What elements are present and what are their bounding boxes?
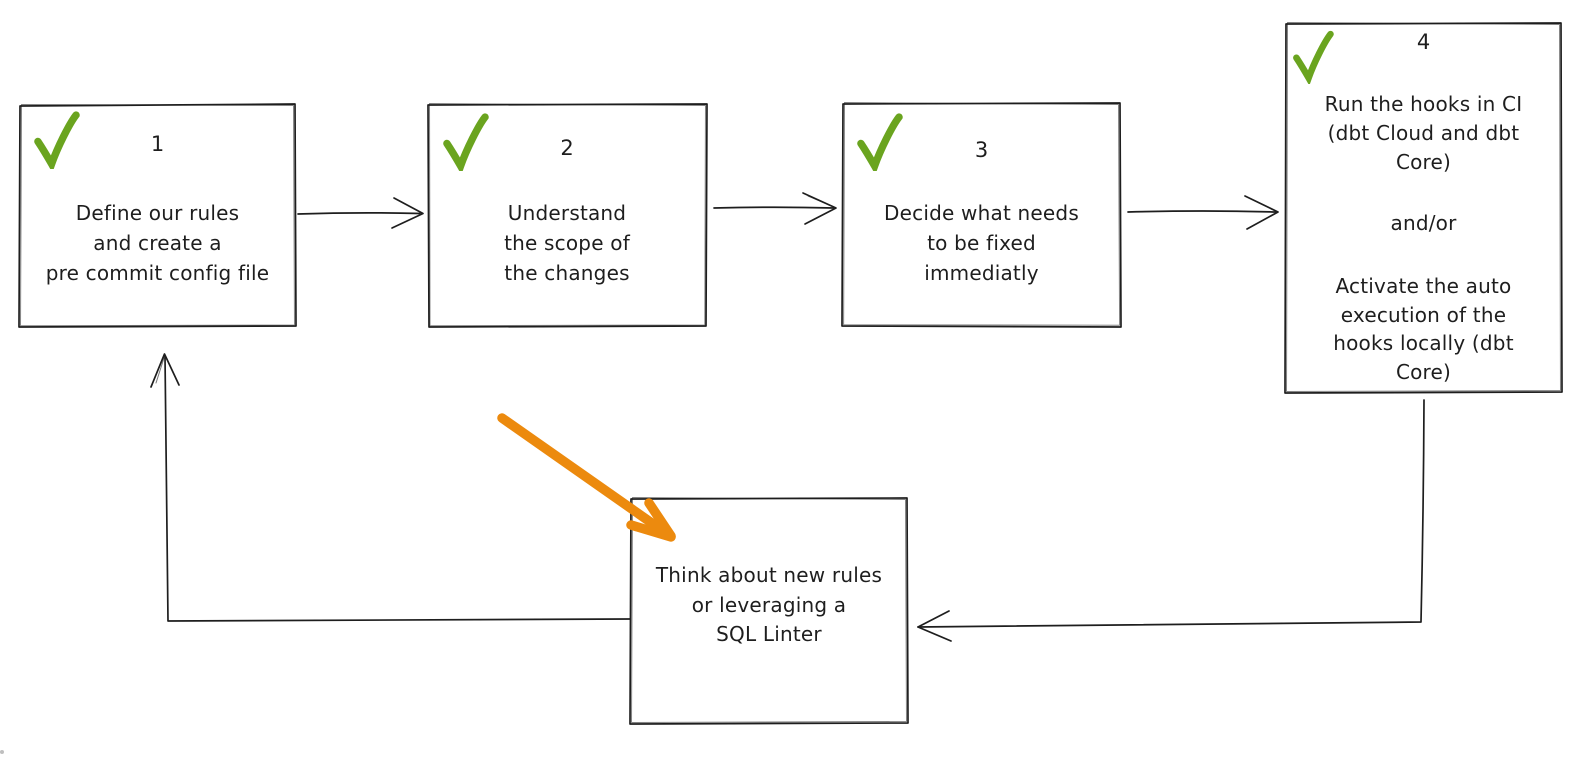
text-line: Core) xyxy=(1395,359,1452,384)
loop-box-outline-b xyxy=(631,497,907,723)
step-number-4: 4 xyxy=(1416,30,1431,54)
arrow-loop-to-step1[interactable] xyxy=(150,353,631,622)
step-text-4-para1: Run the hooks in CI (dbt Cloud and dbt C… xyxy=(1290,90,1557,177)
arrow-step1-to-step2[interactable] xyxy=(297,197,424,229)
corner-artifact xyxy=(0,750,4,754)
checkmark-icon xyxy=(443,113,489,171)
step-text-4-para2: Activate the auto execution of the hooks… xyxy=(1290,272,1557,386)
step-number-1: 1 xyxy=(150,132,165,156)
step-text-4-connector: and/or xyxy=(1390,211,1457,235)
checkmark-icon xyxy=(857,113,903,171)
step-text-1: Define our rules and create a pre commit… xyxy=(19,198,296,288)
text-line: pre commit config file xyxy=(45,261,270,285)
arrow-step3-to-step4[interactable] xyxy=(1127,195,1279,230)
step-box-outline-3 xyxy=(841,102,1122,328)
step-box-outline-4b xyxy=(1286,22,1561,392)
step-box-outline-1 xyxy=(18,103,297,328)
text-line: execution of the xyxy=(1340,302,1507,327)
checkmark-icon xyxy=(34,111,80,169)
text-line: Define our rules xyxy=(75,201,240,225)
text-line: Decide what needs xyxy=(884,201,1079,225)
loop-box-text: Think about new rules or leveraging a SQ… xyxy=(630,561,908,650)
text-line: SQL Linter xyxy=(716,622,822,646)
orange-arrow-icon[interactable] xyxy=(497,413,676,542)
text-line: the changes xyxy=(504,261,630,285)
step-text-2: Understand the scope of the changes xyxy=(427,198,707,288)
step-box-outline-2 xyxy=(427,103,708,328)
checkmark-icon xyxy=(1293,30,1334,84)
text-line: immediatly xyxy=(924,261,1039,285)
text-line: hooks locally (dbt xyxy=(1333,331,1514,355)
step-box-outline-2b xyxy=(429,103,706,327)
loop-box-outline xyxy=(629,497,909,725)
step-number-3: 3 xyxy=(974,138,989,162)
text-line: Understand xyxy=(507,201,627,225)
text-line: the scope of xyxy=(504,231,630,255)
text-line: or leveraging a xyxy=(691,592,847,617)
text-line: Run the hooks in CI xyxy=(1324,92,1523,116)
text-line: Think about new rules xyxy=(655,563,883,587)
arrow-step4-to-loop[interactable] xyxy=(917,399,1425,642)
step-box-outline-4 xyxy=(1284,22,1563,394)
step-box-outline-3b xyxy=(843,102,1121,326)
text-line: Core) xyxy=(1395,150,1452,174)
step-box-outline-1b xyxy=(20,104,295,327)
arrow-step2-to-step3[interactable] xyxy=(713,192,837,225)
step-number-2: 2 xyxy=(560,136,574,160)
text-line: (dbt Cloud and dbt xyxy=(1327,121,1520,145)
text-line: Activate the auto xyxy=(1335,274,1512,298)
text-line: and create a xyxy=(93,231,222,255)
text-line: to be fixed xyxy=(927,231,1036,255)
step-text-3: Decide what needs to be fixed immediatly xyxy=(842,198,1121,288)
